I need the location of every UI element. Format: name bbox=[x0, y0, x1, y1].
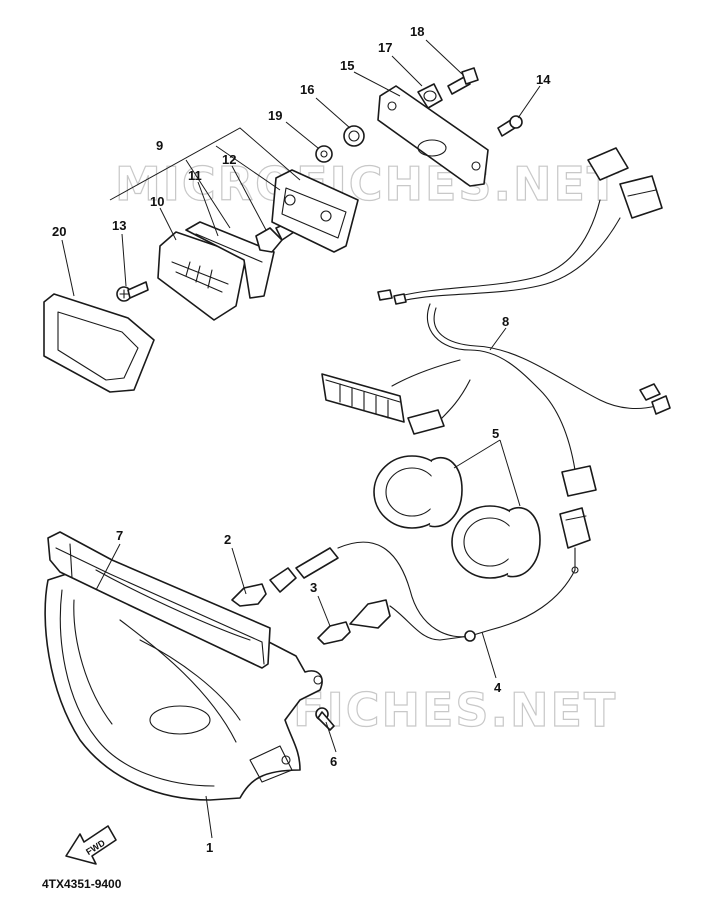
grommet-16 bbox=[343, 125, 365, 147]
callout-20: 20 bbox=[52, 224, 66, 239]
callout-16: 16 bbox=[300, 82, 314, 97]
bolt-18 bbox=[447, 67, 479, 95]
callout-11: 11 bbox=[188, 168, 202, 183]
screw-6 bbox=[315, 707, 335, 731]
headlight-bulb-2 bbox=[231, 541, 471, 638]
callout-7: 7 bbox=[116, 528, 123, 543]
callout-15: 15 bbox=[340, 58, 354, 73]
callout-6: 6 bbox=[330, 754, 337, 769]
headlight-bulb-3 bbox=[317, 599, 471, 645]
position-light-housing bbox=[271, 169, 359, 253]
callout-3: 3 bbox=[310, 580, 317, 595]
callout-12: 12 bbox=[222, 152, 236, 167]
headlight-housing bbox=[44, 559, 323, 801]
callout-1: 1 bbox=[206, 840, 213, 855]
callout-14: 14 bbox=[536, 72, 551, 87]
reflector-frame bbox=[47, 531, 271, 669]
bulb-harness bbox=[464, 507, 591, 642]
callout-13: 13 bbox=[112, 218, 126, 233]
callout-9: 9 bbox=[156, 138, 163, 153]
callout-2: 2 bbox=[224, 532, 231, 547]
washer-19 bbox=[315, 145, 333, 163]
callout-17: 17 bbox=[378, 40, 392, 55]
callout-19: 19 bbox=[268, 108, 282, 123]
leader-lines bbox=[61, 39, 541, 839]
position-light-gasket bbox=[185, 221, 275, 299]
bulb-cover-upper bbox=[373, 455, 463, 529]
forward-direction-arrow: FWD bbox=[65, 825, 117, 865]
main-wire-harness bbox=[321, 147, 671, 497]
watermark-top: MICROFICHES.NET bbox=[115, 157, 620, 211]
collar-17 bbox=[417, 83, 443, 109]
callout-18: 18 bbox=[410, 24, 424, 39]
position-light-lens bbox=[157, 231, 247, 321]
screw-13 bbox=[116, 281, 149, 302]
callout-4: 4 bbox=[494, 680, 502, 695]
callout-8: 8 bbox=[502, 314, 509, 329]
mounting-bracket bbox=[377, 85, 489, 187]
screw-14 bbox=[497, 115, 523, 137]
bulb-cover-lower bbox=[451, 505, 541, 579]
callout-10: 10 bbox=[150, 194, 164, 209]
trim-panel bbox=[43, 293, 155, 393]
callout-5: 5 bbox=[492, 426, 499, 441]
diagram-part-number: 4TX4351-9400 bbox=[42, 877, 122, 891]
